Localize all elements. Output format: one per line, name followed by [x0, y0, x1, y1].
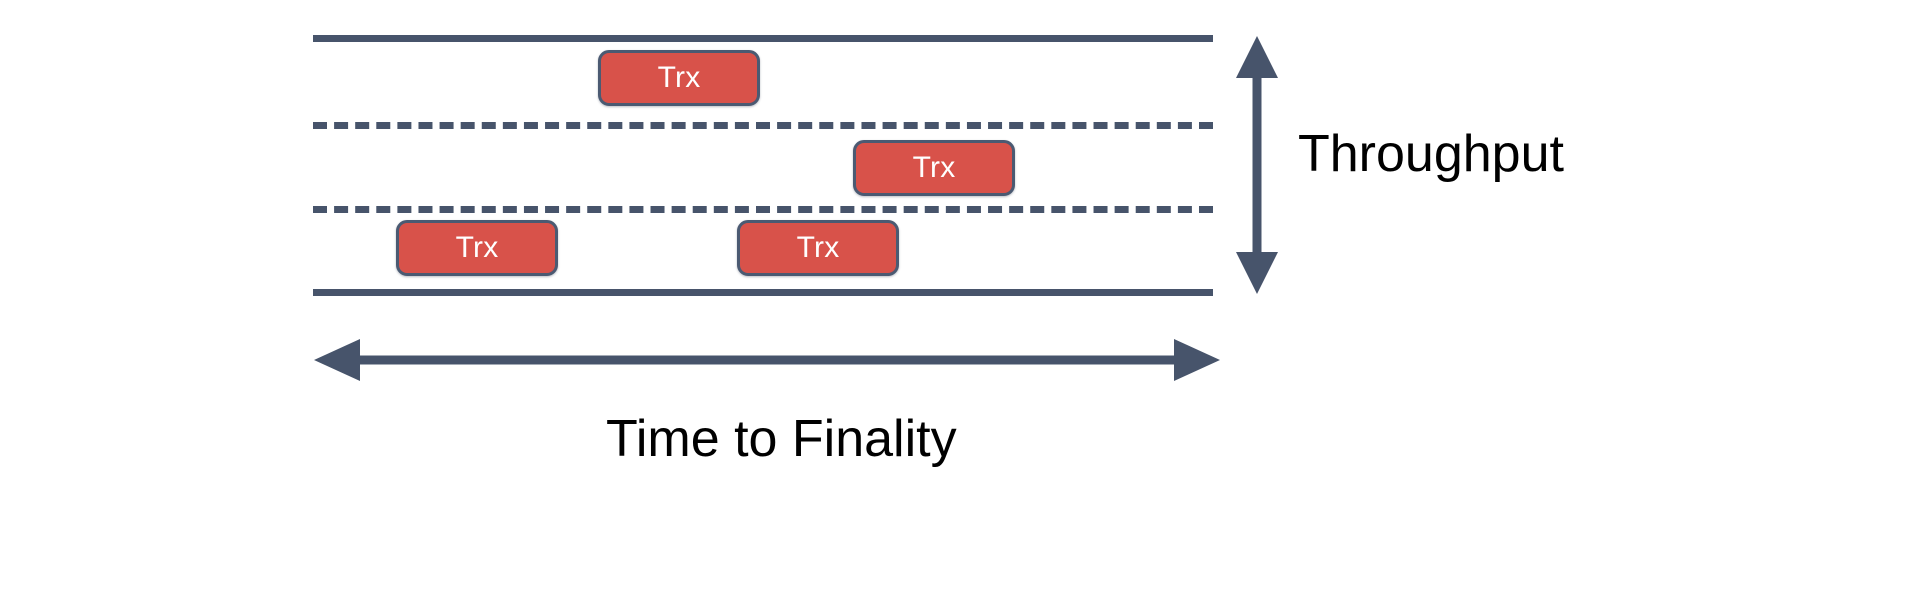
arrow-right-icon — [1174, 339, 1220, 381]
lane-top-boundary — [313, 35, 1213, 42]
throughput-axis-label: Throughput — [1298, 125, 1564, 183]
throughput-arrow — [1236, 36, 1278, 294]
transaction-block-label: Trx — [912, 151, 956, 184]
transaction-block-1[interactable]: Trx — [598, 50, 760, 106]
lane-divider-2 — [313, 206, 1213, 213]
transaction-block-4[interactable]: Trx — [737, 220, 899, 276]
transaction-block-label: Trx — [657, 61, 701, 94]
lane-bottom-boundary — [313, 289, 1213, 296]
transaction-block-3[interactable]: Trx — [396, 220, 558, 276]
transaction-block-label: Trx — [796, 231, 840, 264]
transaction-block-label: Trx — [455, 231, 499, 264]
time-to-finality-arrow — [314, 339, 1220, 381]
arrow-up-icon — [1236, 36, 1278, 78]
arrow-down-icon — [1236, 252, 1278, 294]
transaction-block-2[interactable]: Trx — [853, 140, 1015, 196]
arrow-left-icon — [314, 339, 360, 381]
lane-divider-1 — [313, 122, 1213, 129]
time-to-finality-axis-label: Time to Finality — [606, 410, 957, 468]
